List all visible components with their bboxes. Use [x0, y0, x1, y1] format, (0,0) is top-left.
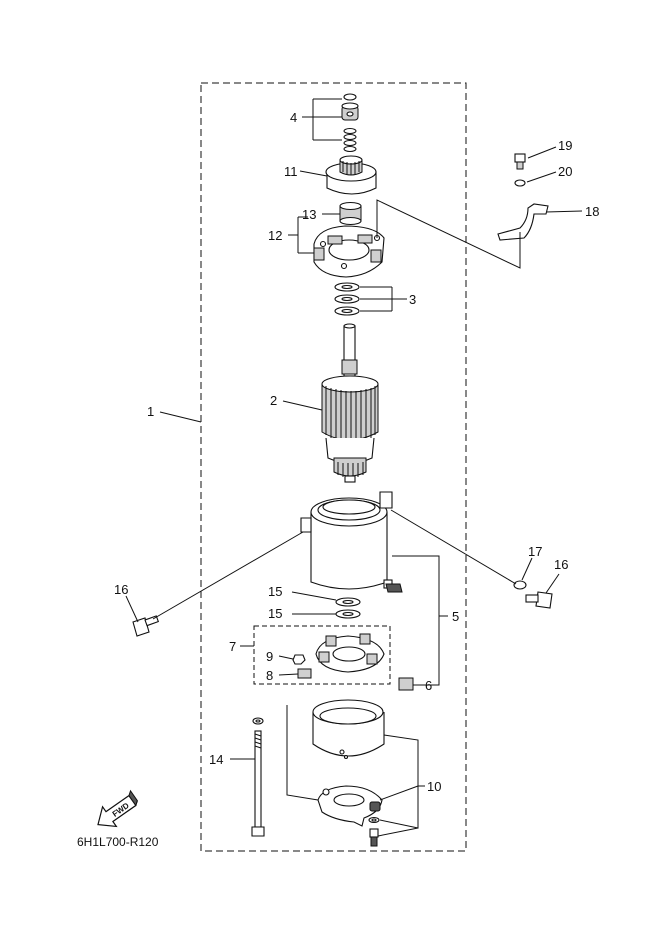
bolt-19 — [514, 153, 526, 170]
armature — [321, 323, 379, 483]
callout-10: 10 — [427, 779, 441, 794]
callout-8: 8 — [266, 668, 273, 683]
bolt-10a — [368, 816, 380, 824]
callout-19: 19 — [558, 138, 572, 153]
fwd-arrow-icon: FWD — [97, 789, 138, 828]
washer-20 — [514, 179, 526, 187]
rear-cover — [312, 699, 385, 760]
bolt-16-right — [525, 591, 553, 609]
brush-holder — [315, 633, 385, 673]
callout-2: 2 — [270, 393, 277, 408]
callout-16-right: 16 — [554, 557, 568, 572]
callout-16-left: 16 — [114, 582, 128, 597]
callout-15b: 15 — [268, 606, 282, 621]
pinion-gear — [325, 155, 377, 195]
callout-14: 14 — [209, 752, 223, 767]
washers — [334, 282, 360, 316]
callout-1: 1 — [147, 404, 154, 419]
bushing — [339, 201, 362, 226]
thrust-washers — [335, 597, 361, 619]
callout-3: 3 — [409, 292, 416, 307]
callout-13: 13 — [302, 207, 316, 222]
callout-4: 4 — [290, 110, 297, 125]
front-bracket — [313, 225, 385, 278]
callout-11: 11 — [284, 164, 298, 179]
callout-15a: 15 — [268, 584, 282, 599]
bracket-18 — [497, 203, 549, 241]
through-bolt — [251, 717, 265, 837]
leader-lines — [125, 98, 583, 837]
callout-7: 7 — [229, 639, 236, 654]
washer-17 — [513, 580, 527, 590]
callout-9: 9 — [266, 649, 273, 664]
callout-20: 20 — [558, 164, 572, 179]
diagram-code: 6H1L700-R120 — [77, 835, 159, 849]
callout-labels: 1 2 3 4 5 6 7 8 9 10 11 12 13 14 15 15 1… — [114, 110, 599, 794]
callout-5: 5 — [452, 609, 459, 624]
callout-6: 6 — [425, 678, 432, 693]
assembly-boundary — [200, 82, 467, 852]
callout-12: 12 — [268, 228, 282, 243]
nut — [292, 654, 306, 665]
callout-17: 17 — [528, 544, 542, 559]
brush-8 — [297, 668, 312, 679]
yoke — [300, 491, 403, 593]
brush-holder-boundary — [253, 625, 391, 685]
callout-18: 18 — [585, 204, 599, 219]
clip-collar-spring — [341, 93, 359, 152]
bolt-10b — [369, 828, 379, 847]
mounting-plate — [317, 785, 383, 827]
brush-6 — [398, 677, 414, 691]
